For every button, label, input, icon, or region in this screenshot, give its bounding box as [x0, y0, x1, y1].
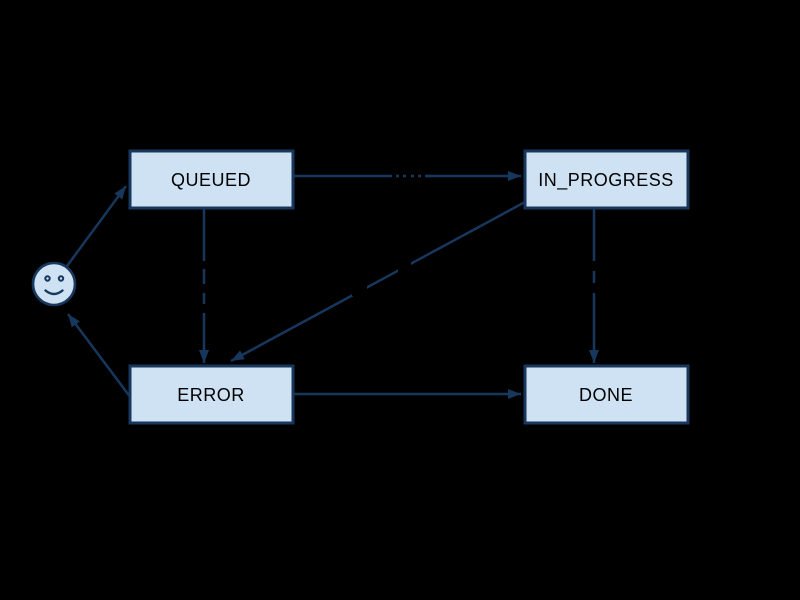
state-node-queued: QUEUED [128, 149, 295, 210]
state-box [128, 364, 295, 425]
edge-label-mask [392, 170, 396, 182]
edge-label-mask [352, 285, 367, 296]
state-box [523, 149, 690, 210]
edge-label-mask [398, 262, 411, 272]
edge-label-mask [198, 304, 210, 313]
smiley-mouth [44, 289, 64, 296]
state-box [128, 149, 295, 210]
edge-label-mask [414, 170, 418, 182]
edge-label-mask [399, 170, 403, 182]
state-box [523, 364, 690, 425]
edge-label-mask [406, 170, 411, 182]
state-label-queued: QUEUED [171, 170, 251, 190]
smiley-head [31, 261, 77, 307]
edge-label-mask [421, 170, 425, 182]
state-node-done: DONE [523, 364, 690, 425]
state-label-error: ERROR [177, 385, 245, 405]
smiley-face-icon [31, 261, 77, 307]
edge-label-mask [588, 261, 600, 271]
edge-in-progress-to-error [230, 200, 526, 363]
state-label-in-progress: IN_PROGRESS [538, 170, 674, 191]
edge-label-mask [198, 261, 210, 269]
state-node-in-progress: IN_PROGRESS [523, 149, 690, 210]
edge-label-artifact-group [198, 170, 600, 313]
edge-start-to-queued [65, 185, 128, 267]
state-node-error: ERROR [128, 364, 295, 425]
state-label-done: DONE [579, 385, 633, 405]
edge-label-mask [588, 283, 600, 293]
edge-error-to-start [67, 313, 132, 399]
smiley-right-eye [57, 275, 65, 282]
edge-label-mask [198, 284, 210, 293]
smiley-left-eye [44, 275, 51, 282]
